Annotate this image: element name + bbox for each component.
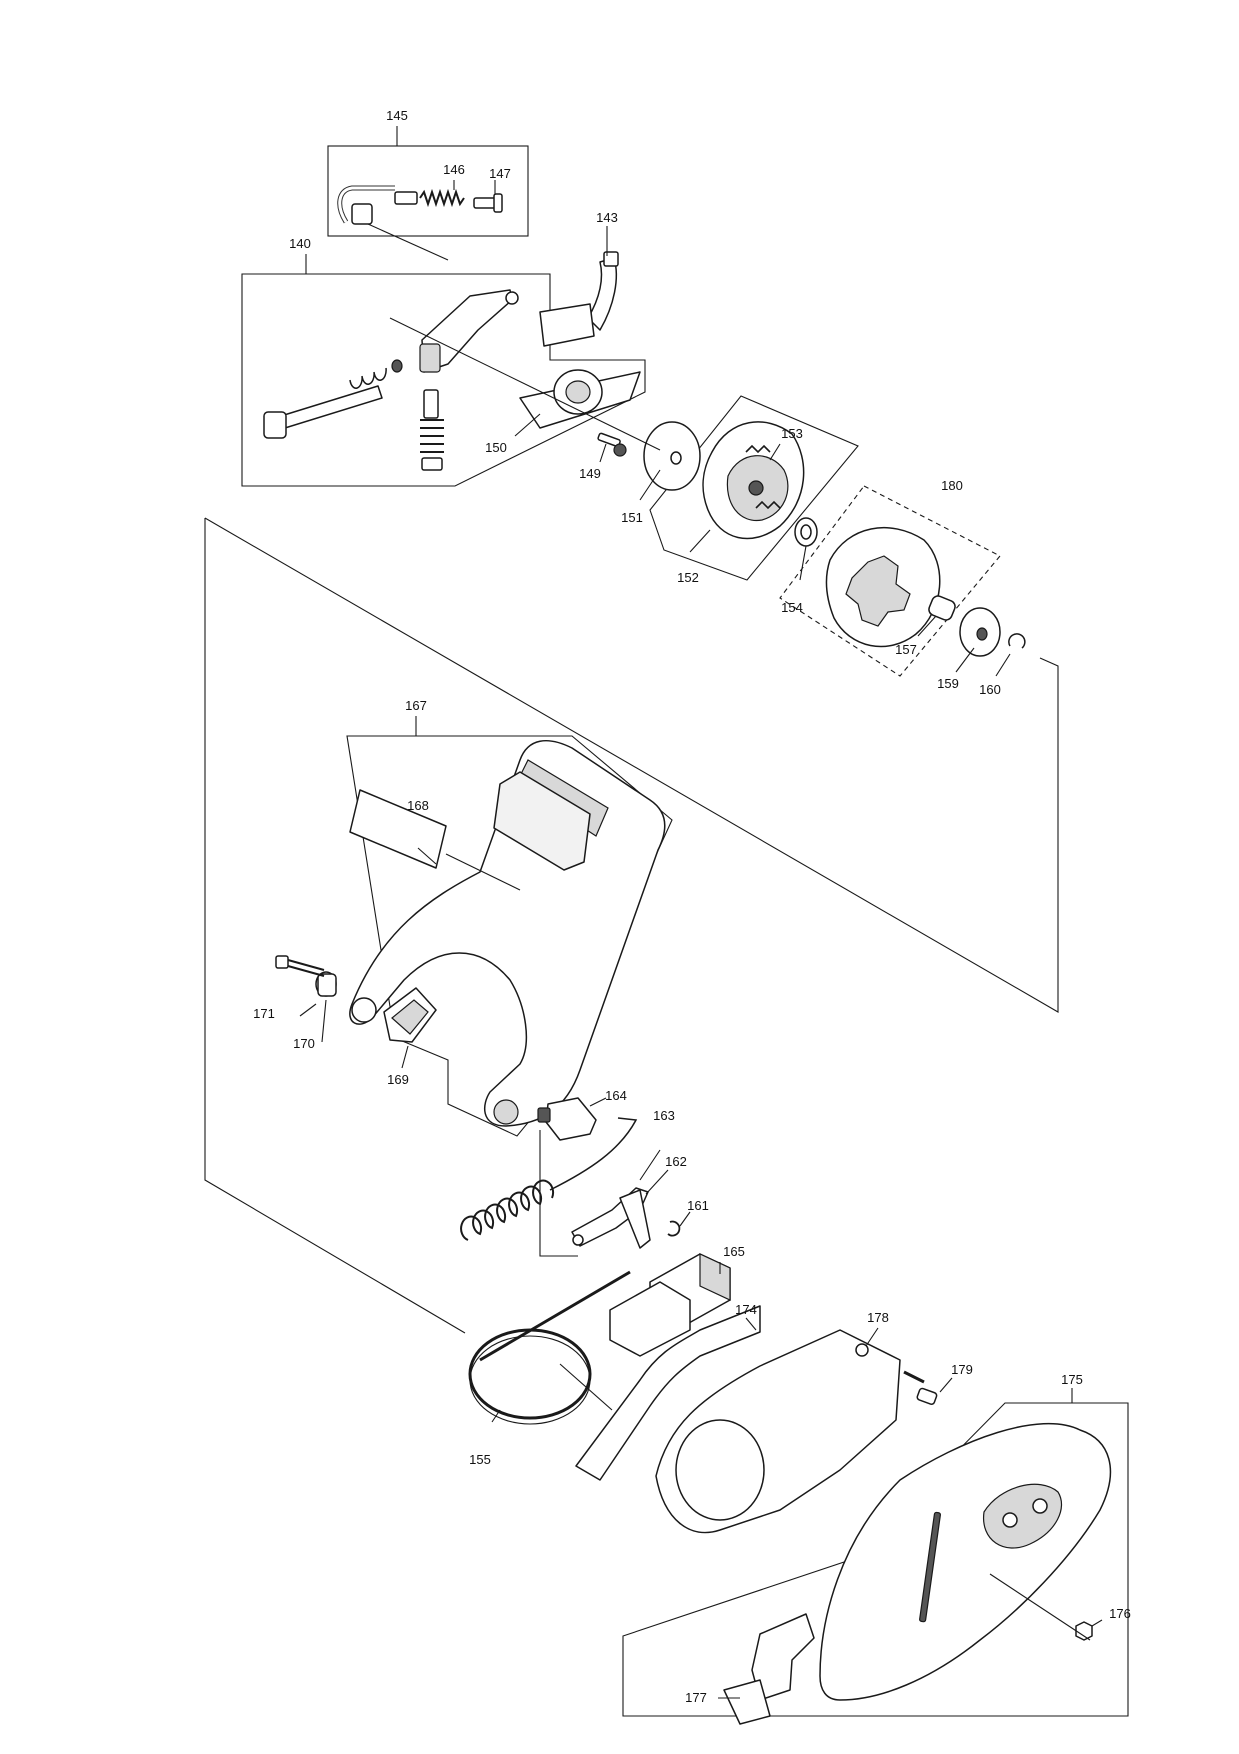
part-label-157: 157 bbox=[895, 642, 917, 657]
part-label-154: 154 bbox=[781, 600, 803, 615]
group-145-box bbox=[327, 145, 529, 237]
part-label-167: 167 bbox=[405, 698, 427, 713]
part-label-161: 161 bbox=[687, 1198, 709, 1213]
part-label-174: 174 bbox=[735, 1302, 757, 1317]
part-label-149: 149 bbox=[579, 466, 601, 481]
part-label-170: 170 bbox=[293, 1036, 315, 1051]
part-labels: 140 143 145 146 147 149 150 151 152 153 … bbox=[253, 108, 1131, 1705]
leader-lines bbox=[299, 126, 1103, 1699]
part-label-176: 176 bbox=[1109, 1606, 1131, 1621]
part-label-153: 153 bbox=[781, 426, 803, 441]
part-label-163: 163 bbox=[653, 1108, 675, 1123]
assembly-outlines bbox=[204, 145, 1129, 1717]
part-label-146: 146 bbox=[443, 162, 465, 177]
group-167-box bbox=[346, 735, 673, 1137]
part-label-177: 177 bbox=[685, 1690, 707, 1705]
part-label-162: 162 bbox=[665, 1154, 687, 1169]
group-162-box bbox=[539, 1130, 578, 1257]
part-label-180: 180 bbox=[941, 478, 963, 493]
part-label-140: 140 bbox=[289, 236, 311, 251]
part-label-151: 151 bbox=[621, 510, 643, 525]
group-main-box bbox=[204, 517, 1059, 1013]
group-152-box bbox=[649, 395, 859, 581]
part-label-150: 150 bbox=[485, 440, 507, 455]
part-label-168: 168 bbox=[407, 798, 429, 813]
part-label-171: 171 bbox=[253, 1006, 275, 1021]
part-label-175: 175 bbox=[1061, 1372, 1083, 1387]
part-label-155: 155 bbox=[469, 1452, 491, 1467]
part-label-159: 159 bbox=[937, 676, 959, 691]
part-label-143: 143 bbox=[596, 210, 618, 225]
part-label-145: 145 bbox=[386, 108, 408, 123]
part-label-147: 147 bbox=[489, 166, 511, 181]
part-label-160: 160 bbox=[979, 682, 1001, 697]
part-label-178: 178 bbox=[867, 1310, 889, 1325]
part-label-164: 164 bbox=[605, 1088, 627, 1103]
part-label-152: 152 bbox=[677, 570, 699, 585]
group-main-box-left bbox=[204, 518, 466, 1334]
part-label-169: 169 bbox=[387, 1072, 409, 1087]
part-drawings bbox=[263, 185, 1112, 1725]
part-label-165: 165 bbox=[723, 1244, 745, 1259]
group-140-box bbox=[241, 273, 646, 487]
group-180-box bbox=[779, 485, 1001, 677]
part-label-179: 179 bbox=[951, 1362, 973, 1377]
